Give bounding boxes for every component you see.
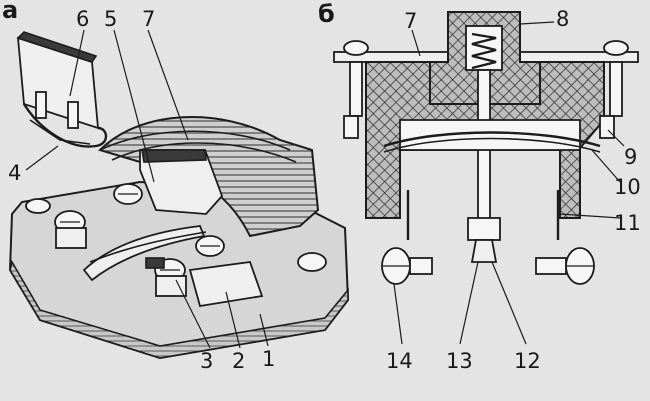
terminal-screw-4 — [195, 235, 225, 257]
bracket-top — [16, 31, 98, 63]
label-2: 2 — [232, 349, 245, 373]
section-diaphragm — [383, 131, 601, 148]
relay-contact — [145, 257, 165, 269]
label-4: 4 — [8, 161, 21, 185]
label-12: 12 — [514, 349, 541, 373]
bracket-lug-2 — [67, 101, 79, 129]
relay-spring-contact — [22, 103, 108, 148]
section-spring — [471, 32, 497, 70]
panel-letter-b: б — [318, 0, 335, 28]
top-screw-left — [343, 40, 369, 117]
relay-perspective-view — [8, 29, 350, 360]
label-3: 3 — [200, 349, 213, 373]
top-screw-right — [603, 40, 629, 117]
armature-edge — [141, 149, 207, 163]
label-9: 9 — [624, 145, 637, 169]
section-terminal-left — [381, 247, 433, 285]
section-center-contact — [470, 239, 498, 263]
terminal-block-3 — [155, 275, 187, 297]
section-terminal-right — [535, 247, 595, 285]
section-chamber — [399, 119, 581, 151]
label-7-right: 7 — [404, 9, 417, 33]
leaders-right — [393, 21, 625, 345]
label-7-left: 7 — [142, 7, 155, 31]
leaders-left — [25, 29, 269, 349]
label-6: 6 — [76, 7, 89, 31]
label-8: 8 — [556, 7, 569, 31]
mounting-hole-left — [25, 198, 51, 214]
panel-letter-a: а — [2, 0, 18, 24]
label-11: 11 — [614, 211, 641, 235]
relay-section-view — [333, 11, 639, 345]
section-center-nut — [467, 217, 501, 241]
section-screw-left — [343, 115, 359, 139]
label-10: 10 — [614, 175, 641, 199]
label-13: 13 — [446, 349, 473, 373]
relay-base-side — [9, 259, 349, 359]
terminal-screw-2 — [113, 183, 143, 205]
label-14: 14 — [386, 349, 413, 373]
bracket-lug-1 — [35, 91, 47, 119]
label-1: 1 — [262, 347, 275, 371]
relay-terminal-plate — [188, 261, 264, 308]
terminal-block-1 — [55, 227, 87, 249]
label-5: 5 — [104, 7, 117, 31]
mounting-hole-right — [297, 252, 327, 272]
